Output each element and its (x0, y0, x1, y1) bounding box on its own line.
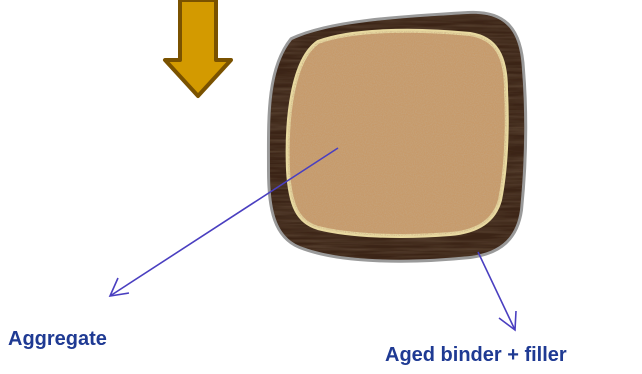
coated-aggregate-particle (270, 14, 524, 260)
aggregate-label: Aggregate (8, 329, 107, 349)
aged-binder-filler-label: Aged binder + filler (385, 345, 567, 365)
down-arrow-icon (165, 0, 231, 96)
binder-pointer (478, 252, 516, 330)
